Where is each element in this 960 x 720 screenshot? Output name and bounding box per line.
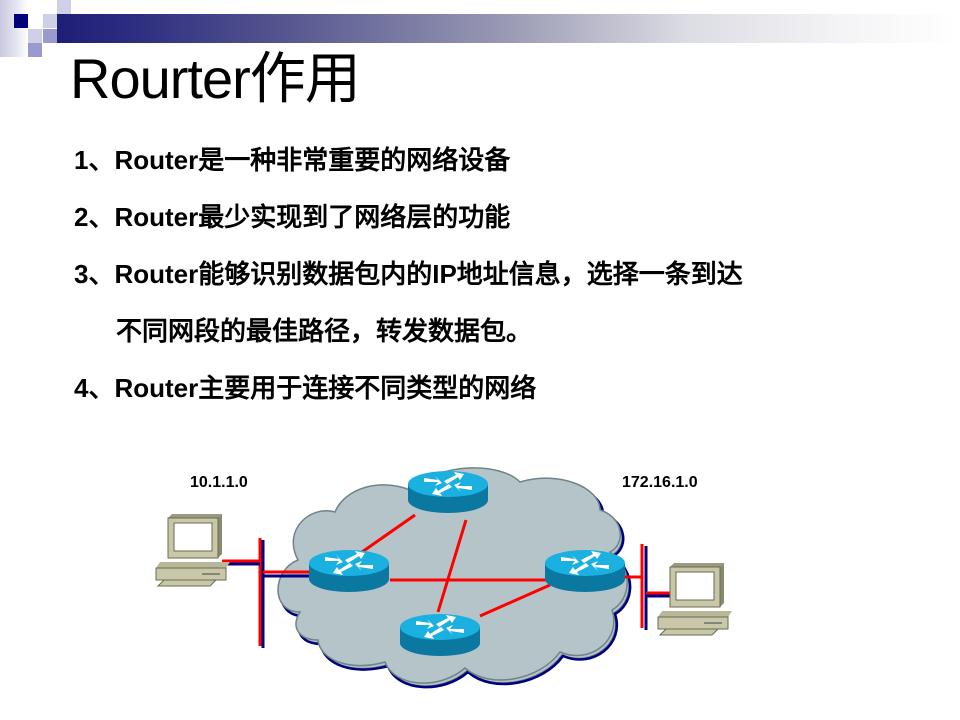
- lan-segment-right: [625, 544, 670, 630]
- decor-square-mid: [43, 29, 57, 43]
- decor-square-light: [57, 0, 71, 14]
- header-band: [57, 14, 507, 43]
- router-bottom-icon[interactable]: [400, 614, 480, 656]
- header-decoration: [0, 0, 960, 60]
- bullet-item-continuation: 不同网段的最佳路径，转发数据包。: [116, 316, 533, 346]
- network-label-right: 172.16.1.0: [622, 474, 698, 491]
- pc-left-icon[interactable]: [155, 513, 231, 587]
- slide-title: Rourter作用: [70, 47, 361, 110]
- decor-square-navy: [14, 14, 28, 28]
- bullet-item: 4、Router主要用于连接不同类型的网络: [74, 373, 537, 403]
- decor-square-mid: [28, 43, 42, 57]
- link-top-bottom: [436, 519, 468, 613]
- decor-square-light: [28, 29, 42, 43]
- bullet-item: 1、Router是一种非常重要的网络设备: [74, 145, 511, 175]
- router-top-icon[interactable]: [408, 471, 488, 513]
- decor-square-light: [43, 14, 57, 28]
- router-right-icon[interactable]: [545, 550, 625, 592]
- link-bottom-right: [479, 583, 551, 618]
- decor-fade: [0, 0, 28, 57]
- network-diagram: [155, 467, 733, 689]
- router-left-icon[interactable]: [309, 550, 389, 592]
- header-band-fade: [507, 14, 957, 43]
- network-label-left: 10.1.1.0: [190, 474, 248, 491]
- bullet-item: 2、Router最少实现到了网络层的功能: [74, 202, 511, 232]
- link-left-top: [361, 513, 416, 554]
- pc-right-icon[interactable]: [657, 562, 733, 636]
- router-links: [361, 513, 551, 618]
- bullet-list: 1、Router是一种非常重要的网络设备 2、Router最少实现到了网络层的功…: [74, 140, 743, 425]
- bullet-item: 3、Router能够识别数据包内的IP地址信息，选择一条到达: [74, 259, 743, 289]
